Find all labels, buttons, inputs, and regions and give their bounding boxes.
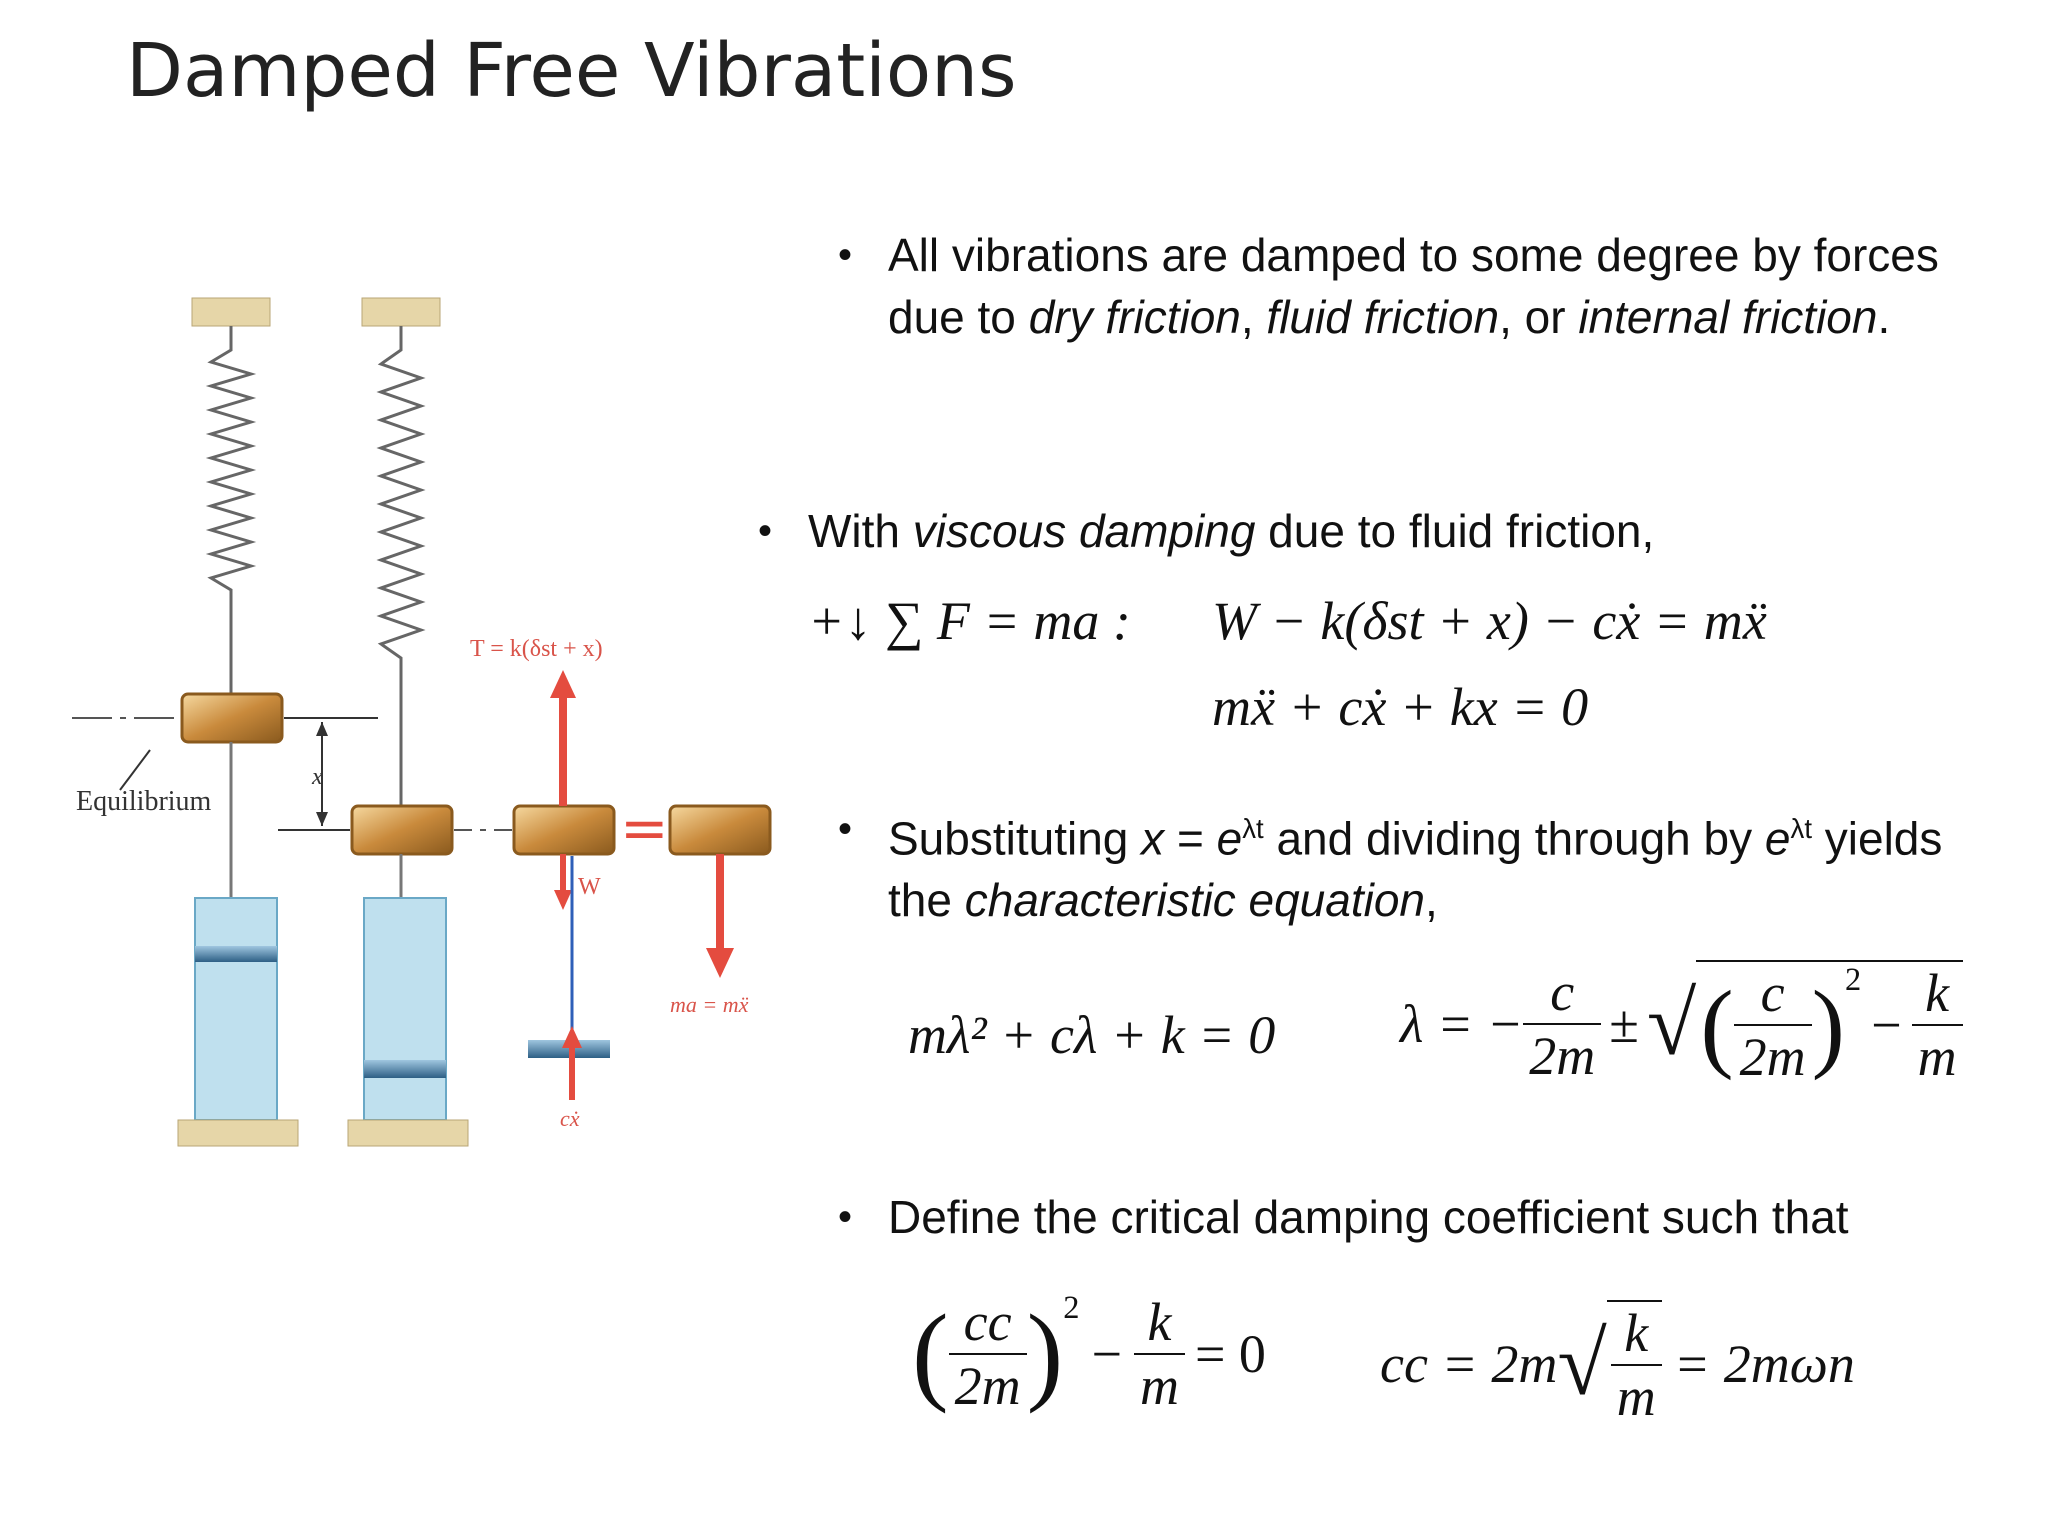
x-label: x: [311, 764, 323, 790]
bullet-dot: •: [838, 233, 853, 277]
equals-sign: =: [620, 794, 669, 862]
fbd-mass-block: [512, 804, 616, 856]
bullet-viscous-damping: • With viscous damping due to fluid fric…: [758, 500, 2008, 562]
newton-law-lhs: +↓ ∑ F = ma :: [808, 591, 1131, 651]
spring-1: [205, 326, 257, 700]
equilibrium-label: Equilibrium: [76, 786, 212, 817]
bullet-dot: •: [758, 509, 773, 553]
bullet-dot: •: [838, 807, 853, 851]
bullet-critical-damping: • Define the critical damping coefficien…: [838, 1186, 2008, 1248]
dashpot-cylinder-1: [194, 897, 278, 1121]
critical-damping-coefficient: cc = 2m √ k m = 2mωn: [1380, 1300, 1855, 1428]
inertia-label: ma = mẍ: [670, 992, 749, 1017]
mass-block-1: [180, 692, 284, 744]
characteristic-roots: λ = − c 2m ± √ ( c 2m ) 2 − k m: [1400, 960, 1963, 1088]
kinetic-mass-block: [668, 804, 772, 856]
displacement-indicator: x: [278, 717, 378, 831]
damping-force-label: cẋ: [560, 1106, 580, 1131]
system-equilibrium: Equilibrium: [72, 297, 299, 1147]
characteristic-equation: mλ² + cλ + k = 0: [908, 1005, 1276, 1065]
dashpot-cylinder-2: [363, 897, 447, 1121]
tension-label: T = k(δst + x): [470, 636, 603, 662]
system-displaced: [347, 297, 514, 1147]
kinetic-diagram: ma = mẍ: [668, 804, 772, 1017]
free-body-diagram: T = k(δst + x) W cẋ: [470, 636, 616, 1131]
bullet-damping-sources: • All vibrations are damped to some degr…: [838, 224, 2008, 348]
sqrt-symbol: √: [1557, 1314, 1607, 1414]
bullet-dot: •: [838, 1195, 853, 1239]
damped-system-diagram: Equilibrium x T = k(δst + x) W cẋ =: [72, 297, 772, 1147]
slide-title: Damped Free Vibrations: [126, 28, 1017, 114]
sqrt-symbol: √: [1646, 974, 1697, 1074]
mass-block-2: [350, 804, 454, 856]
spring-2: [376, 326, 426, 806]
equation-of-motion-forces: W − k(δst + x) − cẋ = mẍ: [1212, 591, 1767, 651]
bullet-characteristic-equation: • Substituting x = eλt and dividing thro…: [838, 798, 2008, 931]
critical-damping-condition: ( cc 2m ) 2 − k m = 0: [912, 1290, 1266, 1416]
equation-of-motion: mẍ + cẋ + kx = 0: [1212, 677, 1589, 737]
damped-system-figure: Equilibrium x T = k(δst + x) W cẋ =: [60, 270, 800, 1170]
weight-label: W: [578, 874, 601, 900]
